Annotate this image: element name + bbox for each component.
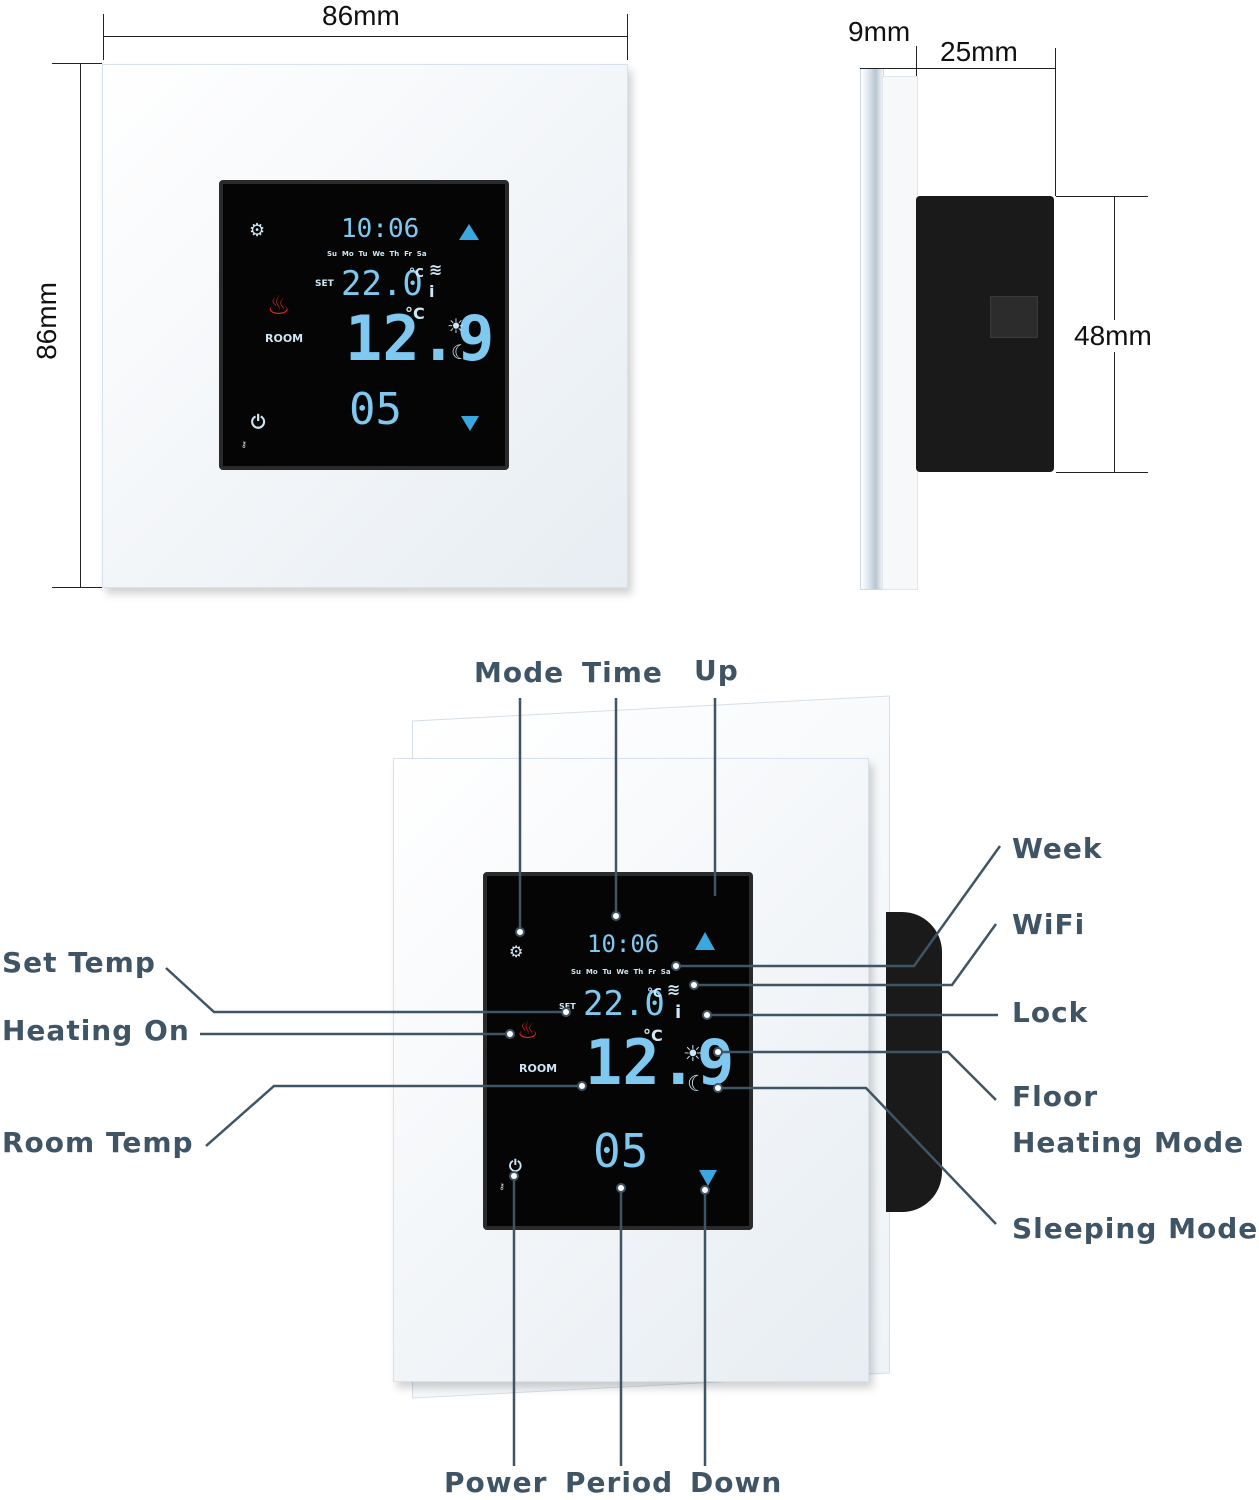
callout-wifi-label: WiFi bbox=[1012, 908, 1086, 941]
front-set-unit: °C bbox=[409, 266, 424, 280]
callout-room-tag: ROOM bbox=[519, 1062, 558, 1075]
width-dimension-label: 86mm bbox=[322, 0, 400, 31]
callout-set-temp: 22.0 bbox=[583, 984, 665, 1024]
callout-room-unit: °C bbox=[643, 1026, 663, 1045]
callout-wifi-icon: ≋ bbox=[667, 980, 681, 999]
side-mount-plate bbox=[882, 76, 918, 590]
height-dimension-line bbox=[80, 63, 81, 587]
callout-up-label: Up bbox=[694, 654, 739, 687]
front-wifi-icon: ≋ bbox=[429, 260, 443, 279]
front-up-triangle-icon[interactable] bbox=[459, 224, 479, 240]
callout-set-temp-label: Set Temp bbox=[2, 946, 156, 979]
leader-wifi bbox=[694, 923, 998, 987]
front-flame-icon: ♨ bbox=[267, 290, 291, 320]
callout-down-label: Down bbox=[690, 1466, 783, 1499]
height-dimension-tick-bottom bbox=[52, 587, 102, 588]
callout-weekday-row: Su Mo Tu We Th Fr Sa bbox=[571, 968, 671, 976]
dot-sleeping bbox=[713, 1083, 723, 1093]
width-dimension-line bbox=[103, 36, 627, 37]
side-housing-notch bbox=[990, 296, 1038, 338]
callout-sun-icon: ☀ bbox=[683, 1042, 703, 1067]
callout-housing bbox=[886, 912, 942, 1212]
front-room-tag: ROOM bbox=[265, 332, 304, 345]
dot-power bbox=[509, 1171, 519, 1181]
front-time-readout: 10:06 bbox=[341, 214, 420, 244]
dot-period bbox=[616, 1183, 626, 1193]
callout-down-triangle-icon[interactable] bbox=[699, 1170, 717, 1186]
dot-lock bbox=[702, 1010, 712, 1020]
callout-sleeping-label: Sleeping Mode bbox=[1012, 1212, 1259, 1245]
front-key-icon: ⚷ bbox=[241, 440, 247, 449]
leader-set-temp bbox=[165, 967, 564, 1014]
callout-flame-icon: ♨ bbox=[517, 1017, 539, 1044]
leader-floor bbox=[718, 1050, 997, 1101]
callout-screen: ⚙ 10:06 Su Mo Tu We Th Fr Sa SET 22.0 °C… bbox=[483, 872, 753, 1230]
front-sun-icon: ☀ bbox=[447, 314, 465, 338]
callout-time-label: Time bbox=[582, 656, 663, 689]
body-height-tick-top bbox=[1056, 196, 1148, 197]
dot-set-temp bbox=[561, 1007, 571, 1017]
leader-room-temp bbox=[205, 1084, 580, 1147]
leader-sleeping bbox=[718, 1086, 997, 1225]
front-power-icon[interactable]: ⏻ bbox=[251, 412, 266, 433]
front-set-temp: 22.0 bbox=[341, 264, 423, 304]
dot-floor bbox=[713, 1047, 723, 1057]
callout-heating-label: Heating On bbox=[2, 1014, 190, 1047]
body-height-label: 48mm bbox=[1072, 320, 1154, 352]
callout-moon-icon: ☾ bbox=[687, 1072, 707, 1097]
dot-wifi bbox=[689, 980, 699, 990]
callout-floor-label-1: Floor bbox=[1012, 1080, 1099, 1113]
width-dimension-tick-right bbox=[627, 14, 628, 60]
dot-time bbox=[611, 911, 621, 921]
callout-power-label: Power bbox=[444, 1466, 548, 1499]
dot-mode bbox=[515, 927, 525, 937]
callout-period-readout: 05 bbox=[593, 1124, 649, 1178]
front-room-temp: 12.9 bbox=[345, 302, 495, 375]
dot-room-temp bbox=[577, 1081, 587, 1091]
glass-depth-label: 9mm bbox=[848, 16, 911, 47]
dot-heating bbox=[505, 1029, 515, 1039]
callout-week-label: Week bbox=[1012, 832, 1103, 865]
callout-room-temp: 12.9 bbox=[585, 1026, 735, 1099]
callout-mode-label: Mode bbox=[474, 656, 565, 689]
callout-key-icon: ⚷ bbox=[499, 1182, 505, 1191]
front-period-readout: 05 bbox=[349, 384, 402, 435]
callout-set-unit: °C bbox=[647, 986, 662, 1000]
front-screen: ⚙ 10:06 Su Mo Tu We Th Fr Sa SET 22.0 °C… bbox=[219, 180, 509, 470]
width-dimension-tick-left bbox=[103, 14, 104, 60]
front-room-unit: °C bbox=[405, 304, 425, 323]
dot-down bbox=[700, 1185, 710, 1195]
dot-week bbox=[671, 961, 681, 971]
callout-set-tag: SET bbox=[559, 1002, 576, 1011]
callout-time-readout: 10:06 bbox=[587, 930, 660, 958]
callout-up-triangle-icon[interactable] bbox=[695, 932, 715, 950]
front-lock-icon: ⅰ bbox=[429, 282, 435, 301]
mode-gear-icon[interactable]: ⚙ bbox=[509, 942, 524, 961]
front-weekday-row: Su Mo Tu We Th Fr Sa bbox=[327, 250, 427, 258]
front-set-tag: SET bbox=[315, 279, 334, 289]
callout-power-icon[interactable]: ⏻ bbox=[509, 1156, 522, 1175]
depth-tick-left bbox=[916, 46, 917, 76]
depth-tick-right bbox=[1055, 48, 1056, 196]
callout-room-temp-label: Room Temp bbox=[2, 1126, 194, 1159]
body-height-tick-bottom bbox=[1056, 472, 1148, 473]
callout-lock-label: Lock bbox=[1012, 996, 1089, 1029]
front-moon-icon: ☾ bbox=[451, 340, 469, 364]
front-down-triangle-icon[interactable] bbox=[461, 416, 479, 431]
leader-week bbox=[676, 845, 1002, 968]
body-depth-label: 25mm bbox=[940, 36, 1018, 67]
callout-period-label: Period bbox=[565, 1466, 674, 1499]
callout-floor-label-2: Heating Mode bbox=[1012, 1126, 1245, 1159]
depth-dimension-line bbox=[860, 68, 1056, 69]
callout-lock-icon: ⅰ bbox=[675, 1002, 682, 1023]
height-dimension-tick-top bbox=[52, 63, 102, 64]
mode-gear-icon[interactable]: ⚙ bbox=[249, 220, 266, 241]
